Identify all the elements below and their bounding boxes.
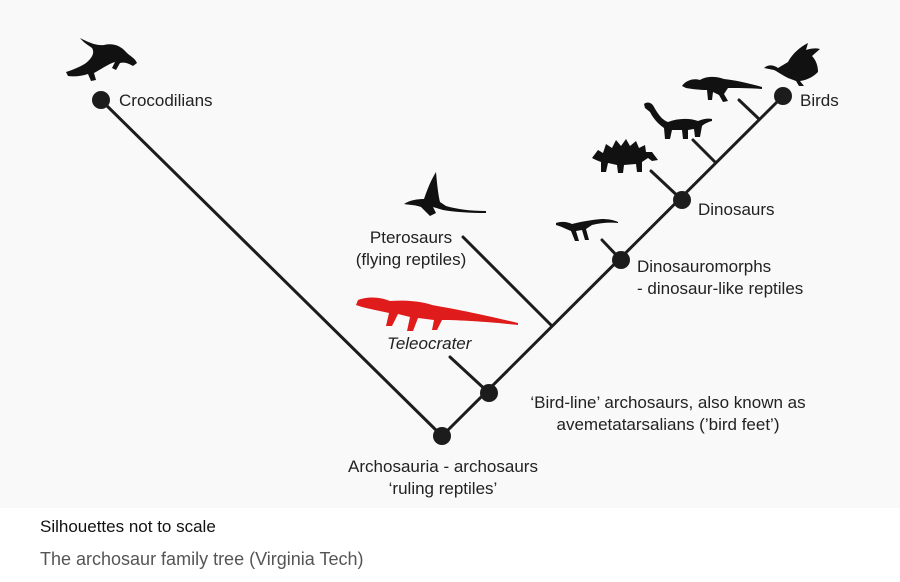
stegosaur-silhouette <box>592 139 658 173</box>
pterosaur-silhouette <box>404 172 486 216</box>
bird-line-label: ‘Bird-line’ archosaurs, also known as av… <box>508 392 828 436</box>
teleocrater-label: Teleocrater <box>387 334 472 353</box>
dinosauromorphs-node <box>612 251 630 269</box>
small-dinosauromorph-silhouette <box>556 219 618 241</box>
dinosauromorphs-line-1: Dinosauromorphs <box>637 257 772 276</box>
bird-line-node <box>480 384 498 402</box>
bird-line-line-2: avemetatarsalians (’bird feet’) <box>556 415 780 434</box>
dinosauromorphs-line-2: - dinosaur-like reptiles <box>637 279 804 298</box>
tree-branches <box>99 94 785 438</box>
family-tree-diagram <box>66 38 820 445</box>
birds-label: Birds <box>800 91 839 110</box>
crocodilian-branch <box>99 98 444 438</box>
theropod-silhouette <box>682 76 762 102</box>
image-caption: The archosaur family tree (Virginia Tech… <box>40 549 364 569</box>
pterosaurs-label: Pterosaurs (flying reptiles) <box>336 227 486 271</box>
crocodile-silhouette <box>66 38 137 81</box>
sauropod-branch <box>691 138 717 164</box>
teleocrater-silhouette <box>356 297 518 331</box>
theropod-branch <box>737 98 761 121</box>
dinosaurs-node <box>673 191 691 209</box>
archosauria-node <box>433 427 451 445</box>
archosauria-line-1: Archosauria - archosaurs <box>348 457 538 476</box>
archosauria-label: Archosauria - archosaurs ‘ruling reptile… <box>332 456 554 500</box>
dinosaurs-label: Dinosaurs <box>698 200 775 219</box>
archosauria-line-2: ‘ruling reptiles’ <box>388 479 498 498</box>
tree-nodes <box>92 87 792 445</box>
dinosauromorphs-label: Dinosauromorphs - dinosaur-like reptiles <box>637 256 803 300</box>
bird-silhouette <box>764 43 820 86</box>
birds-node <box>774 87 792 105</box>
pterosaurs-line-1: Pterosaurs <box>369 228 453 247</box>
sauropod-silhouette <box>644 102 712 139</box>
bird-line-line-1: ‘Bird-line’ archosaurs, also known as <box>530 393 806 412</box>
crocodilians-node <box>92 91 110 109</box>
scale-note: Silhouettes not to scale <box>40 517 216 536</box>
crocodilians-label: Crocodilians <box>119 91 213 110</box>
pterosaur-branch <box>461 235 554 328</box>
bird-line-trunk <box>440 94 785 438</box>
pterosaurs-line-2: (flying reptiles) <box>355 250 467 269</box>
